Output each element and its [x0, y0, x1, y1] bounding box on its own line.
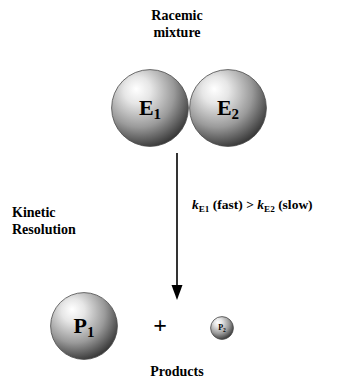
sphere-node: E2: [189, 69, 267, 147]
sphere-label: E1: [139, 97, 161, 119]
rate-comparison: kE1 (fast) > kE2 (slow): [192, 197, 352, 213]
text-part: Racemic mixture: [151, 8, 202, 40]
text-part: Products: [150, 364, 203, 379]
subscript: 1: [154, 106, 161, 122]
sphere-body: [190, 70, 267, 147]
process-label: Kinetic Resolution: [12, 205, 102, 239]
text-part: P: [218, 323, 223, 332]
sphere-body: [51, 293, 118, 360]
text-part: P: [74, 313, 87, 338]
sphere-body: [112, 70, 189, 147]
sphere-node: P1: [50, 292, 118, 360]
sphere-label: E2: [217, 97, 239, 119]
text-part: Kinetic Resolution: [12, 205, 76, 237]
rate-symbol: k: [257, 197, 264, 212]
sphere-body: [211, 317, 234, 340]
group-heading: Products: [127, 364, 227, 381]
sphere-node: P2: [210, 316, 234, 340]
rate-symbol: k: [192, 197, 199, 212]
group-heading: Racemic mixture: [132, 8, 222, 42]
subscript: 2: [223, 327, 226, 333]
sphere-label: P2: [218, 324, 226, 332]
arrow-head: [172, 285, 183, 300]
text-part: (fast) >: [209, 197, 257, 212]
sphere-label: P1: [74, 315, 95, 337]
plus-sign: +: [145, 311, 175, 340]
text-part: E: [217, 95, 232, 120]
text-part: (slow): [275, 197, 313, 212]
reaction-arrow: [176, 153, 178, 288]
subscript: E2: [264, 204, 275, 214]
subscript: 1: [87, 324, 94, 340]
text-part: E: [139, 95, 154, 120]
sphere-node: E1: [111, 69, 189, 147]
subscript: 2: [232, 106, 239, 122]
text-part: +: [153, 312, 167, 338]
subscript: E1: [199, 204, 210, 214]
